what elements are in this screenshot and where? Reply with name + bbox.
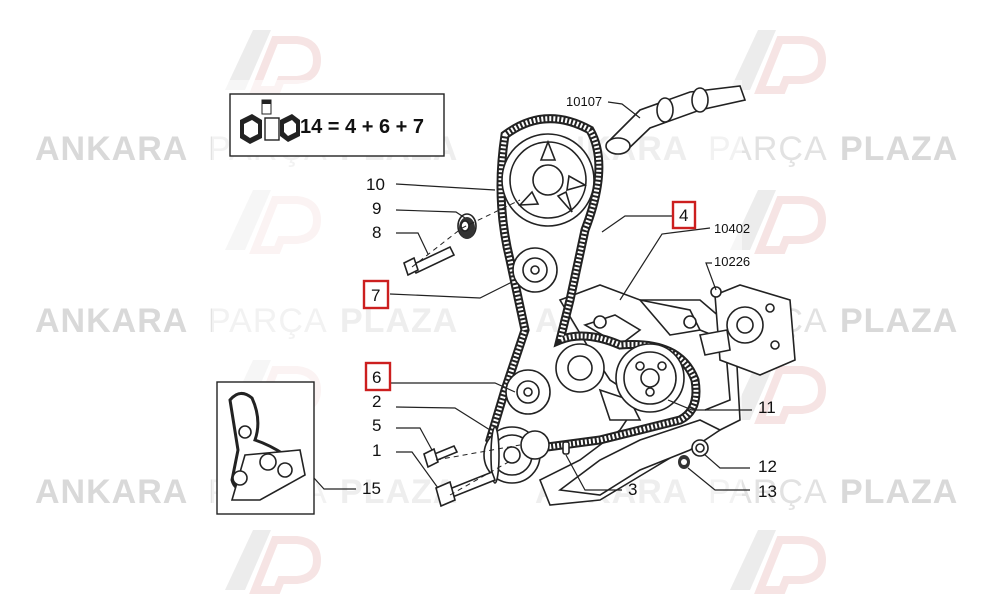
callout-5: 5: [372, 416, 381, 435]
callout-2: 2: [372, 392, 381, 411]
tensioner: [505, 369, 551, 415]
fuel-pump: [699, 284, 796, 376]
callout-labels: 10107 10 9 8 7 4 10402 10226 6 2 5 1 11 …: [362, 94, 777, 501]
callout-9: 9: [372, 199, 381, 218]
callout-12: 12: [758, 457, 777, 476]
watermark-word-3: PLAZA: [840, 302, 958, 340]
highlight-box-6: [364, 361, 392, 392]
watermark-word-1: ANKARA: [35, 302, 188, 340]
kit-formula: 14 = 4 + 6 + 7: [300, 116, 424, 138]
callout-6: 6: [372, 368, 381, 387]
callout-3: 3: [628, 480, 637, 499]
injection-pump-sprocket: [615, 343, 685, 413]
washer-12: [691, 439, 709, 457]
watermark-word-1: ANKARA: [35, 130, 188, 168]
crankshaft-sprocket: [483, 426, 550, 484]
highlight-box-7: [362, 279, 390, 310]
leader-lines: [313, 101, 752, 496]
key-3: [562, 441, 570, 455]
watermark-word-1: ANKARA: [35, 473, 188, 511]
callout-10: 10: [366, 175, 385, 194]
nut-13: [678, 455, 690, 469]
camshaft: [605, 85, 747, 155]
callout-10107: 10107: [566, 94, 602, 109]
water-pump-pulley: [555, 343, 642, 421]
timing-belt: [485, 114, 701, 455]
assembly-kit-icon: [240, 99, 300, 144]
callout-11: 11: [758, 398, 776, 417]
callout-8: 8: [372, 223, 381, 242]
bolt-5: [423, 444, 459, 469]
inset-belt-detail: [216, 381, 315, 515]
kit-legend: 14 = 4 + 6 + 7: [229, 93, 445, 157]
callout-7: 7: [371, 286, 380, 305]
highlight-box-4: [671, 200, 697, 230]
highlight-boxes: [362, 200, 697, 392]
callout-15: 15: [362, 479, 381, 498]
callout-10402: 10402: [714, 221, 750, 236]
callout-4: 4: [679, 206, 688, 225]
watermark-word-3: PLAZA: [840, 130, 958, 168]
washer-9: [457, 213, 477, 239]
camshaft-sprocket: [501, 133, 595, 227]
callout-13: 13: [758, 482, 777, 501]
callout-10226: 10226: [714, 254, 750, 269]
bolt-1: [435, 470, 497, 508]
bolt-8: [403, 245, 456, 277]
idler-pulley: [512, 247, 558, 293]
watermark-word-3: PLAZA: [840, 473, 958, 511]
callout-1: 1: [372, 441, 381, 460]
